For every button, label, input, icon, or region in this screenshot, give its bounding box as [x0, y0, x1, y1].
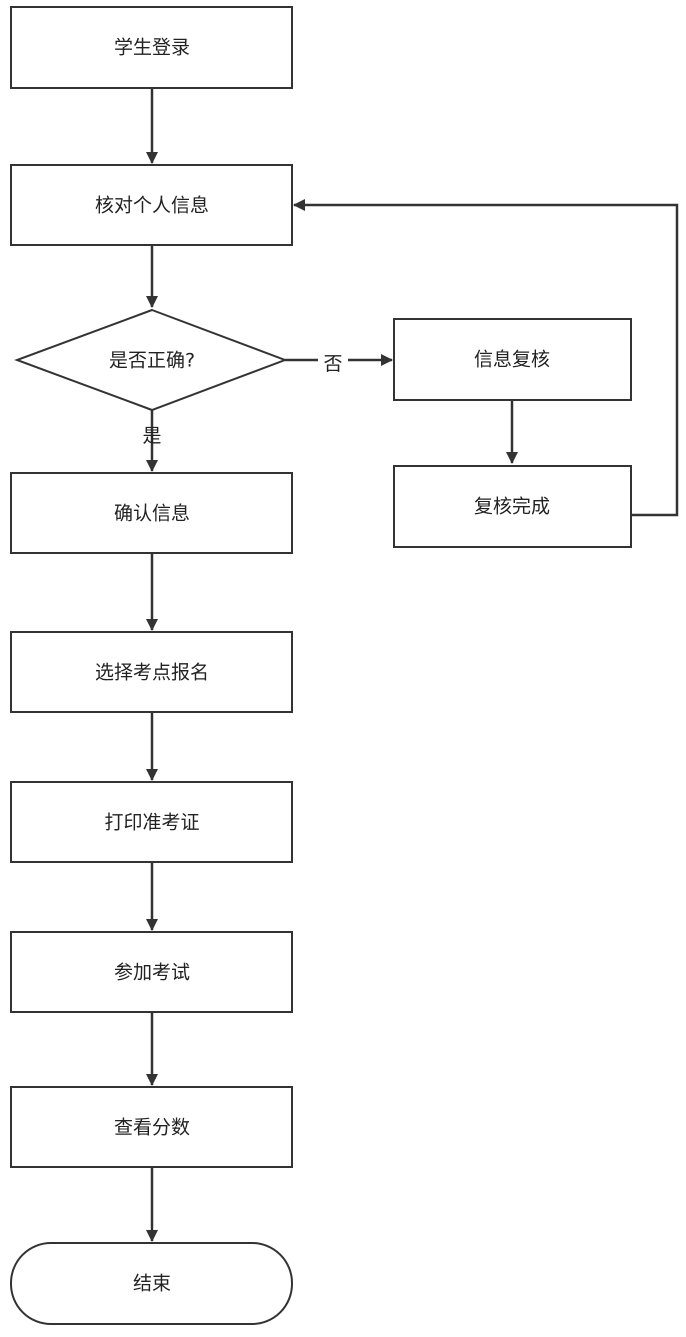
node-confirm-info: 确认信息: [10, 472, 293, 554]
node-end: 结束: [10, 1242, 293, 1325]
edge-done-back-to-verify: [293, 199, 679, 517]
node-print-admission-shape: [10, 781, 293, 863]
connectors: [146, 88, 679, 1242]
decision-diamond-shape: [14, 308, 288, 412]
node-info-review: 信息复核: [393, 318, 632, 401]
node-decision-is-correct: 是否正确?: [14, 308, 288, 412]
node-verify-info-label: 核对个人信息: [95, 195, 209, 217]
node-review-done-label: 复核完成: [474, 496, 550, 518]
node-verify-info: 核对个人信息: [10, 164, 293, 246]
node-student-login: 学生登录: [10, 6, 293, 89]
node-select-exam-site-label: 选择考点报名: [95, 662, 209, 684]
node-end-label: 结束: [133, 1273, 171, 1295]
node-select-exam-site: 选择考点报名: [10, 631, 293, 713]
node-decision-label: 是否正确?: [109, 350, 195, 372]
node-info-review-label: 信息复核: [474, 349, 550, 371]
node-info-review-shape: [393, 318, 632, 401]
node-select-exam-site-shape: [10, 631, 293, 713]
node-take-exam-label: 参加考试: [114, 962, 190, 984]
node-print-admission: 打印准考证: [10, 781, 293, 863]
node-review-done-shape: [393, 465, 632, 548]
node-view-score-shape: [10, 1086, 293, 1168]
node-confirm-info-shape: [10, 472, 293, 554]
node-review-done: 复核完成: [393, 465, 632, 548]
node-view-score: 查看分数: [10, 1086, 293, 1168]
node-print-admission-label: 打印准考证: [104, 812, 199, 834]
edge-label-yes: 是: [142, 425, 161, 447]
node-student-login-shape: [10, 6, 293, 89]
node-verify-info-shape: [10, 164, 293, 246]
edge-label-no-mask: [318, 348, 348, 374]
node-view-score-label: 查看分数: [114, 1117, 190, 1139]
node-student-login-label: 学生登录: [114, 37, 190, 59]
node-take-exam: 参加考试: [10, 931, 293, 1013]
edge-label-no: 否: [323, 353, 342, 375]
node-take-exam-shape: [10, 931, 293, 1013]
node-confirm-info-label: 确认信息: [114, 503, 190, 525]
node-end-shape: [10, 1242, 293, 1325]
